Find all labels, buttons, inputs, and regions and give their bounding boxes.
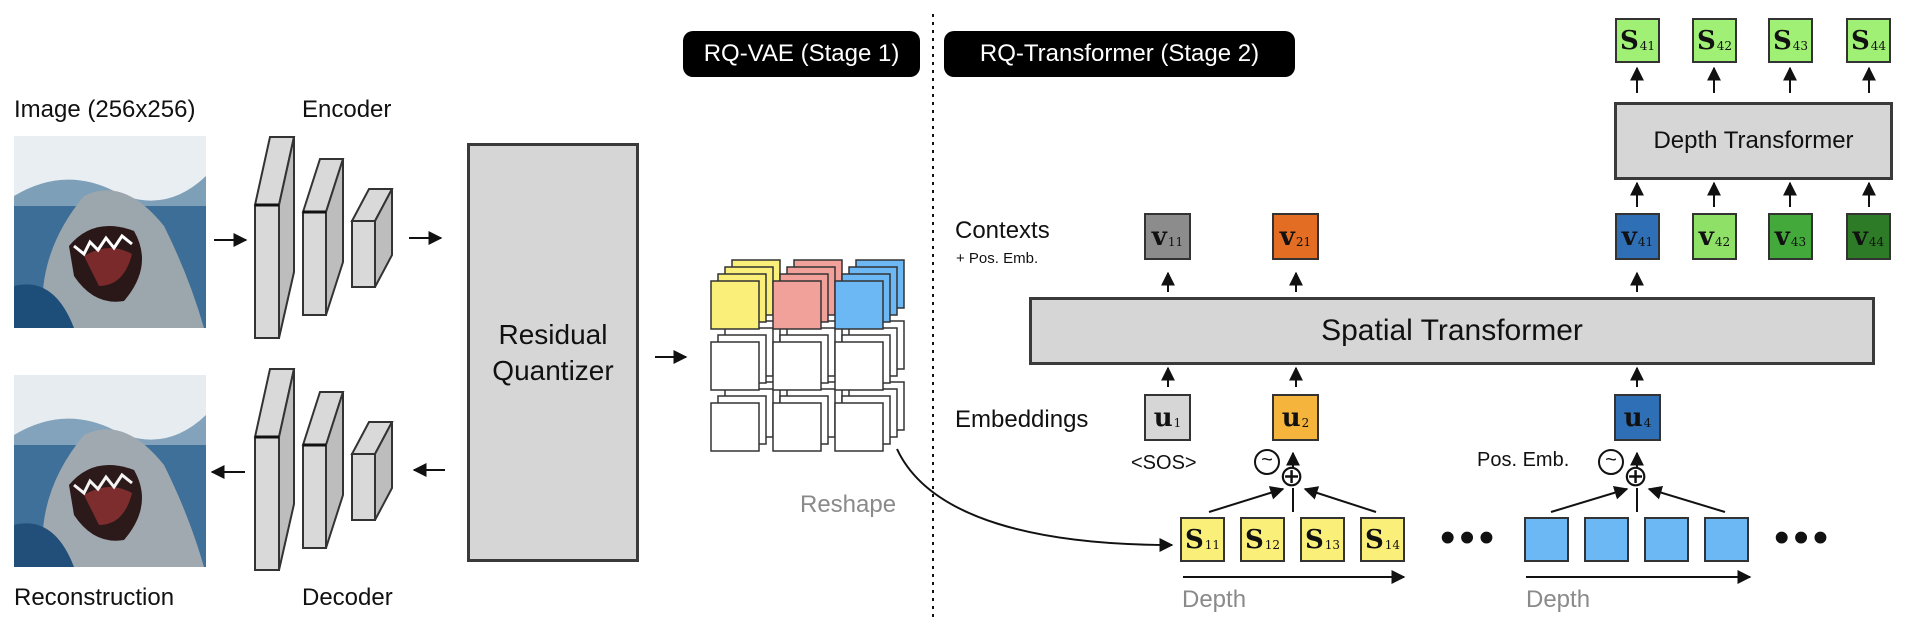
code-stack [710, 259, 905, 452]
code-block [1524, 517, 1569, 562]
reshape-label: Reshape [800, 491, 897, 518]
code-cube [834, 402, 884, 452]
sinusoid-icon: ~ [1598, 449, 1624, 475]
encoder-label: Encoder [302, 96, 392, 123]
code-block [1584, 517, 1629, 562]
reconstruction-label: Reconstruction [14, 584, 175, 611]
encoder-blocks [253, 136, 394, 339]
ellipsis: ••• [1774, 513, 1833, 562]
code-cube [772, 341, 822, 391]
stage2-badge: RQ-Transformer (Stage 2) [944, 31, 1295, 77]
code-cube [834, 341, 884, 391]
code-cube [772, 280, 822, 330]
code-cube [710, 402, 760, 452]
decoder-blocks [253, 368, 394, 571]
arrow-reshape [896, 448, 1174, 552]
code-block [1644, 517, 1689, 562]
residual-quantizer: Residual Quantizer [467, 143, 639, 562]
depth-label-1: Depth [1182, 586, 1247, 613]
contexts-label: Contexts [955, 217, 1050, 244]
spatial-transformer: Spatial Transformer [1029, 297, 1875, 365]
code-cube [772, 402, 822, 452]
code-cube [834, 280, 884, 330]
embeddings-label: Embeddings [955, 406, 1089, 433]
plus-icon: ⊕ [1623, 460, 1649, 493]
input-image [14, 136, 206, 328]
reconstructed-image [14, 375, 206, 567]
code-cube [710, 341, 760, 391]
depth-transformer: Depth Transformer [1614, 102, 1893, 180]
depth-label-2: Depth [1526, 586, 1591, 613]
pos-emb-label: Pos. Emb. [1477, 449, 1570, 471]
sinusoid-icon: ~ [1254, 449, 1280, 475]
image-label: Image (256x256) [14, 96, 196, 123]
ellipsis: ••• [1440, 513, 1499, 562]
plus-icon: ⊕ [1279, 460, 1305, 493]
decoder-label: Decoder [302, 584, 393, 611]
sos-label: <SOS> [1131, 452, 1197, 474]
code-block [1704, 517, 1749, 562]
code-cube [710, 280, 760, 330]
stage1-badge: RQ-VAE (Stage 1) [683, 31, 920, 77]
contexts-sublabel: + Pos. Emb. [956, 250, 1039, 267]
